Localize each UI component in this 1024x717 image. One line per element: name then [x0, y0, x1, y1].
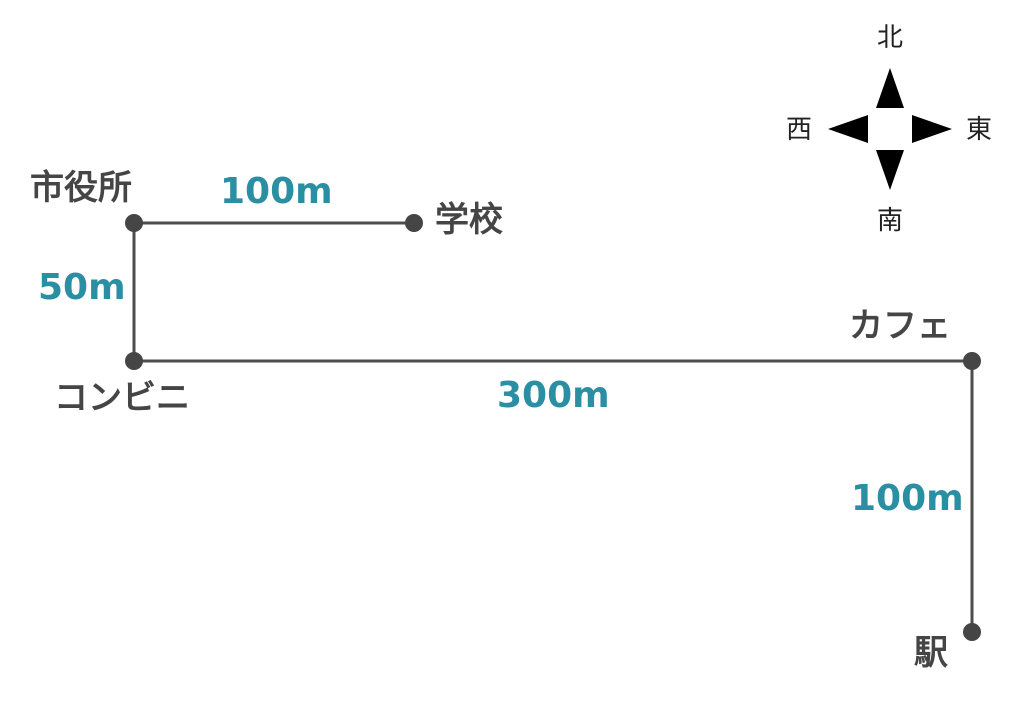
place-label-city-hall: 市役所	[30, 168, 132, 208]
distance-label-cafe-station: 100m	[851, 478, 964, 519]
node-school	[405, 214, 423, 232]
distance-label-city-hall-school: 100m	[220, 171, 333, 212]
node-convenience-store	[125, 352, 143, 370]
node-station	[963, 623, 981, 641]
compass-north-label: 北	[877, 23, 904, 53]
distance-label-city-hall-convenience-store: 50m	[38, 267, 126, 308]
place-label-station: 駅	[914, 633, 948, 673]
node-city-hall	[125, 214, 143, 232]
node-cafe	[963, 352, 981, 370]
place-label-school: 学校	[435, 200, 503, 240]
place-label-cafe: カフェ	[849, 306, 951, 346]
distance-label-convenience-store-cafe: 300m	[497, 375, 610, 416]
compass-east-label: 東	[966, 115, 993, 145]
compass-west-arrow-icon	[828, 115, 868, 143]
compass-west-label: 西	[786, 115, 813, 145]
compass-east-arrow-icon	[912, 115, 952, 143]
compass-south-arrow-icon	[876, 150, 904, 190]
compass-north-arrow-icon	[876, 68, 904, 108]
compass-south-label: 南	[877, 206, 904, 236]
place-label-convenience-store: コンビニ	[54, 378, 190, 418]
